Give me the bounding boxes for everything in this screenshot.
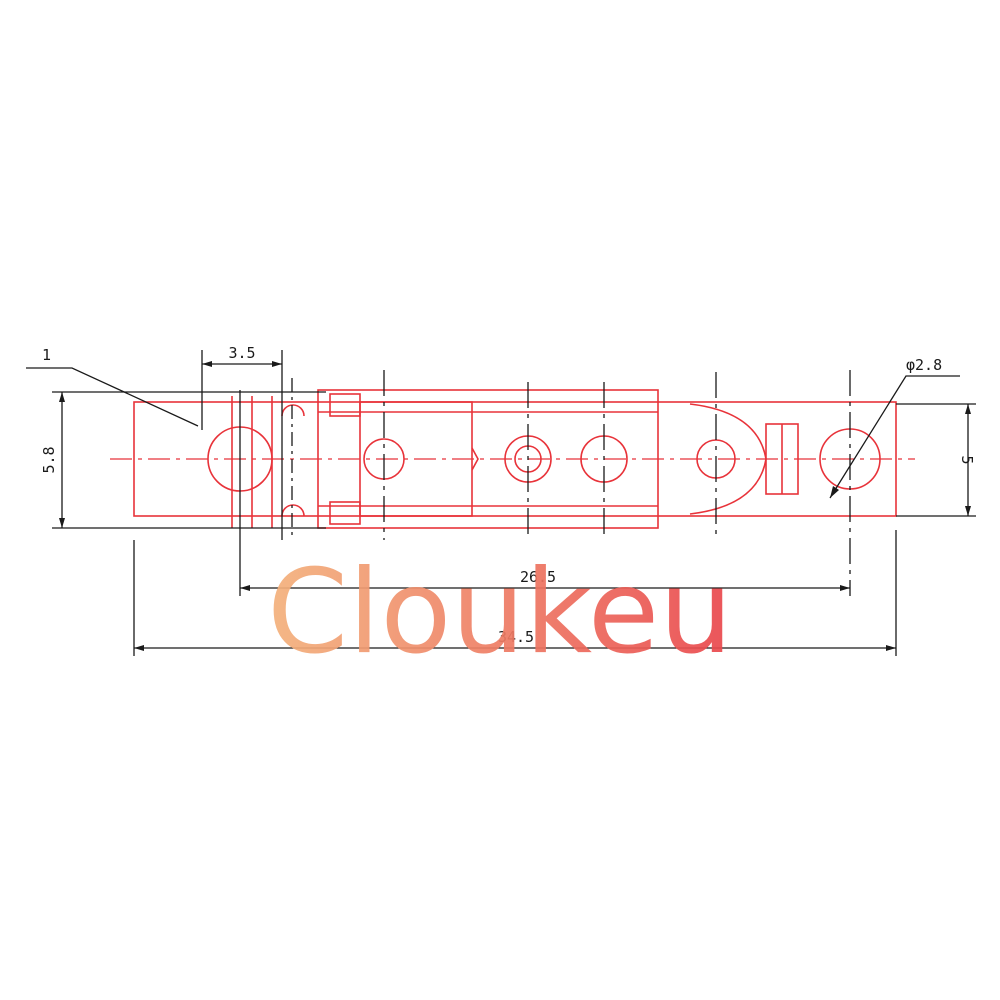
callout-leader (26, 367, 199, 427)
dim-label-26-5: 26.5 (520, 568, 556, 586)
hinge-knuckle-top (281, 404, 305, 417)
arrow-5-bottom (965, 506, 971, 516)
arrow-diameter (830, 486, 839, 498)
arrow-3-5-left (202, 361, 212, 367)
watermark-text: Cloukeu (267, 545, 733, 680)
arrow-5-8-bottom (59, 518, 65, 528)
dim-label-3-5: 3.5 (228, 344, 255, 362)
arrow-34-5-left (134, 645, 144, 651)
dim-label-5-8: 5.8 (40, 446, 58, 473)
arrow-34-5-right (886, 645, 896, 651)
diameter-leader (829, 375, 960, 499)
arrow-26-5-right (840, 585, 850, 591)
slider-tab-top (329, 393, 361, 417)
dim-label-diameter: φ2.8 (906, 356, 942, 374)
hinge-knuckle-bottom (281, 504, 305, 517)
arrow-3-5-right (272, 361, 282, 367)
part-callout-label: 1 (42, 346, 51, 364)
dim-label-34-5: 34.5 (498, 628, 534, 646)
dim-label-5: 5 (958, 455, 976, 464)
slider-notch (471, 447, 479, 471)
strip-body (133, 401, 897, 517)
arrowheads (59, 361, 971, 651)
arrow-26-5-left (240, 585, 250, 591)
arrow-5-8-top (59, 392, 65, 402)
dimension-lines (26, 350, 976, 656)
part-outline (110, 389, 915, 529)
arrow-5-top (965, 404, 971, 414)
slider-tab-bottom (329, 501, 361, 525)
